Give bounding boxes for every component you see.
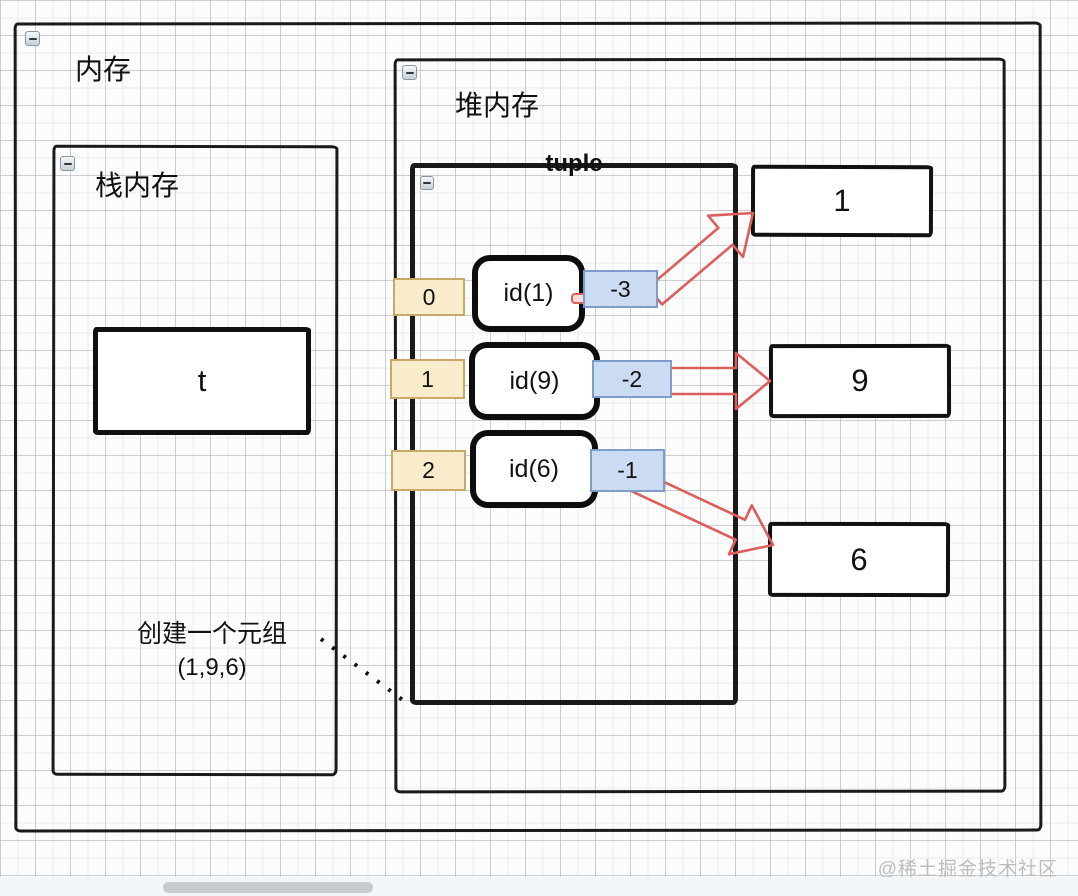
- heap-value-label: 1: [833, 182, 851, 219]
- tuple-element-box: id(1): [472, 255, 585, 332]
- negative-index-tag: -1: [590, 449, 665, 492]
- creation-note-line2: (1,9,6): [177, 654, 247, 681]
- minus-glyph: [423, 182, 431, 184]
- negative-index-tag: -3: [583, 270, 658, 308]
- index-tag-label: 0: [422, 283, 436, 310]
- stack-variable-box: t: [93, 327, 311, 435]
- heap-value-box: 6: [767, 521, 951, 598]
- collapse-minus-icon[interactable]: [420, 176, 434, 190]
- horizontal-scrollbar[interactable]: [0, 877, 1078, 896]
- index-tag: 2: [391, 450, 466, 491]
- heap-memory-title: 堆内存: [455, 90, 540, 121]
- heap-value-box: 1: [750, 164, 934, 238]
- negative-index-label: -3: [610, 275, 631, 302]
- minus-glyph: [28, 37, 37, 40]
- stack-memory-title: 栈内存: [95, 170, 180, 201]
- minus-glyph: [405, 71, 414, 74]
- tuple-element-id-label: id(9): [509, 366, 560, 395]
- negative-index-label: -2: [621, 365, 643, 392]
- index-tag: 0: [393, 278, 465, 316]
- horizontal-scrollbar-thumb[interactable]: [163, 882, 373, 893]
- tuple-element-id-label: id(1): [503, 279, 554, 307]
- stack-variable-label: t: [197, 363, 207, 398]
- tuple-container-box: [410, 163, 738, 705]
- tuple-element-box: id(6): [470, 430, 598, 508]
- index-tag-label: 1: [421, 365, 434, 392]
- minus-glyph: [63, 162, 72, 165]
- negative-index-tag: -2: [592, 360, 672, 398]
- heap-value-label: 6: [850, 541, 868, 577]
- heap-value-box: 9: [768, 343, 952, 419]
- tuple-element-id-label: id(6): [508, 454, 559, 483]
- collapse-minus-icon[interactable]: [25, 31, 40, 46]
- negative-index-label: -1: [617, 457, 638, 483]
- tuple-title: tuple: [545, 150, 603, 177]
- collapse-minus-icon[interactable]: [60, 156, 75, 171]
- index-tag-label: 2: [422, 457, 435, 483]
- watermark: @稀土掘金技术社区: [877, 859, 1058, 880]
- creation-note: 创建一个元组 (1,9,6): [112, 614, 312, 682]
- creation-note-line1: 创建一个元组: [136, 620, 287, 648]
- collapse-minus-icon[interactable]: [402, 65, 417, 80]
- index-tag: 1: [390, 359, 465, 399]
- heap-value-label: 9: [851, 362, 869, 399]
- tuple-element-box: id(9): [469, 342, 600, 420]
- memory-title: 内存: [75, 54, 132, 85]
